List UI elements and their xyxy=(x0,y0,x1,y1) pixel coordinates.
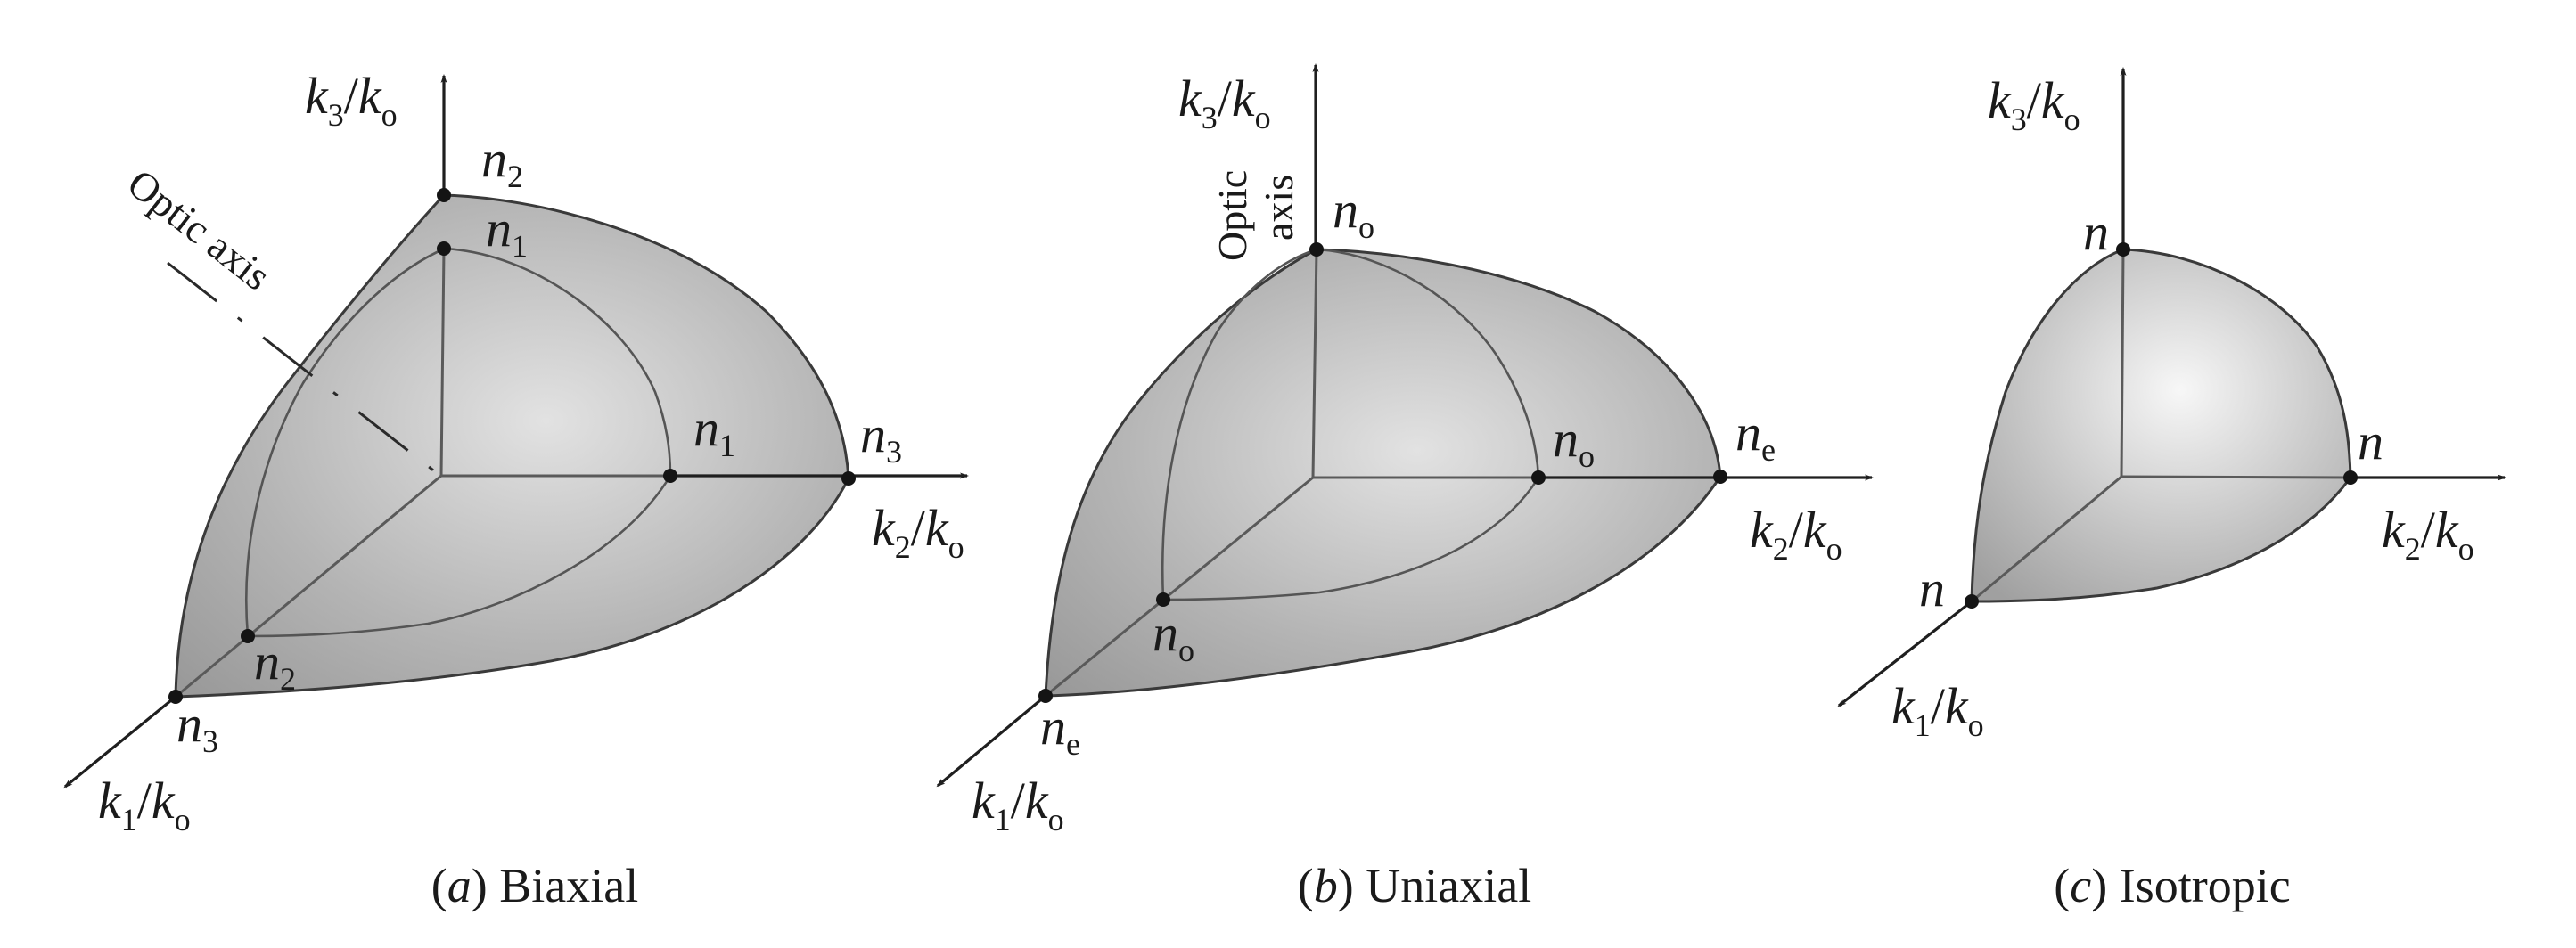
k1-axis-label: k1/ko xyxy=(972,772,1064,838)
k2-axis-label: k2/ko xyxy=(1750,501,1842,567)
k1-axis-arrow xyxy=(1837,600,1973,707)
panel-biaxial: k3/ko k2/ko k1/ko n2 n1 n1 n3 n2 n3 Opti… xyxy=(63,67,969,912)
k3-axis-inner xyxy=(2120,249,2125,478)
k3-axis-inner xyxy=(1311,249,1318,478)
label-no-front: no xyxy=(1153,604,1194,668)
k1-axis-arrow xyxy=(936,694,1047,788)
point-n-top xyxy=(2116,242,2130,257)
index-sphere-surface xyxy=(1970,248,2352,603)
k2-axis-label: k2/ko xyxy=(2382,501,2474,567)
point-n3-front xyxy=(168,690,183,704)
point-no-front xyxy=(1156,592,1170,607)
k3-axis-label: k3/ko xyxy=(305,67,398,133)
point-ne-right xyxy=(1713,470,1727,484)
point-n-front xyxy=(1965,594,1979,609)
optic-axis-label-line1: Optic xyxy=(1210,170,1255,261)
k3-axis-label: k3/ko xyxy=(1988,71,2080,137)
k3-axis-inner xyxy=(439,248,446,477)
point-n2-top xyxy=(437,188,451,202)
label-no-right: no xyxy=(1553,410,1595,474)
point-ne-front xyxy=(1038,689,1053,703)
point-n1-right xyxy=(663,469,677,483)
label-ne-front: ne xyxy=(1040,698,1080,762)
k3-axis-label: k3/ko xyxy=(1178,69,1271,135)
label-n-front: n xyxy=(1919,560,1945,617)
label-no-top: no xyxy=(1333,181,1374,245)
point-n3-right xyxy=(841,471,856,486)
outer-index-surface xyxy=(174,193,850,699)
optic-axis-line xyxy=(167,261,441,478)
caption-biaxial: (a) Biaxial xyxy=(431,859,638,912)
k2-axis-inner xyxy=(2121,475,2351,479)
caption-uniaxial: (b) Uniaxial xyxy=(1298,859,1531,912)
optic-axis-label-line2: axis xyxy=(1256,175,1301,241)
label-n-top: n xyxy=(2083,203,2109,261)
point-n-right xyxy=(2343,470,2358,485)
caption-isotropic: (c) Isotropic xyxy=(2054,859,2290,912)
k1-axis-label: k1/ko xyxy=(98,772,191,838)
inner-index-surface xyxy=(1161,248,1540,601)
point-no-top xyxy=(1309,242,1324,257)
label-n1-top: n1 xyxy=(486,200,528,264)
k1-axis-inner xyxy=(1971,475,2122,603)
k1-axis-arrow xyxy=(63,695,177,789)
k1-axis-inner xyxy=(1045,476,1314,698)
k2-axis-label: k2/ko xyxy=(872,499,964,565)
label-n2-front: n2 xyxy=(254,633,296,697)
label-ne-right: ne xyxy=(1735,404,1776,468)
k1-axis-label: k1/ko xyxy=(1891,677,1984,743)
label-n-right: n xyxy=(2358,413,2383,470)
label-n2-top: n2 xyxy=(481,130,523,194)
outer-index-surface xyxy=(1044,248,1722,698)
label-n3-front: n3 xyxy=(176,695,218,759)
inner-index-surface xyxy=(245,247,672,638)
point-no-right xyxy=(1531,470,1546,485)
panel-isotropic: k3/ko k2/ko k1/ko n n n (c) Isotropic xyxy=(1837,67,2506,912)
k1-axis-inner xyxy=(175,474,442,699)
panel-uniaxial: k3/ko k2/ko k1/ko no no ne no ne Optic a… xyxy=(936,63,1874,912)
point-n1-top xyxy=(437,241,451,256)
optic-axis-label: Optic axis xyxy=(119,160,279,299)
label-n3-right: n3 xyxy=(860,405,902,470)
point-n2-front xyxy=(241,629,255,643)
label-n1-right: n1 xyxy=(693,399,735,463)
